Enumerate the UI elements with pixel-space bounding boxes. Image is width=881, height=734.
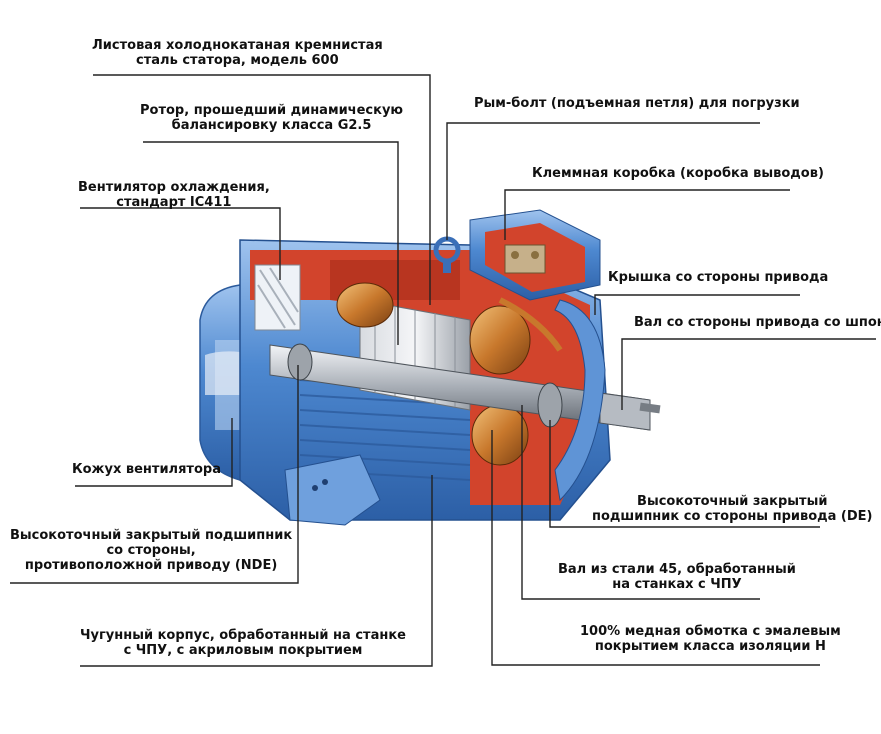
label-de-bearing: Высокоточный закрытый подшипник со сторо… (592, 494, 873, 524)
label-de-cover: Крышка со стороны привода (608, 270, 829, 285)
de-cover-shape (554, 299, 606, 502)
label-rotor: Ротор, прошедший динамическую балансиров… (140, 103, 404, 133)
label-nde-bearing: Высокоточный закрытый подшипник со сторо… (10, 528, 293, 573)
leader-de-bearing (549, 420, 820, 528)
label-housing: Чугунный корпус, обработанный на станке … (80, 628, 406, 658)
label-terminal-box: Клеммная коробка (коробка выводов) (532, 166, 824, 181)
terminal-box-shape (469, 209, 601, 301)
leader-shaft-steel (521, 405, 760, 600)
leader-de-cover (594, 294, 800, 315)
fan-shape (254, 264, 301, 331)
leader-fan-cover (75, 418, 233, 487)
label-de-shaft: Вал со стороны привода со шпонкой (634, 315, 881, 330)
leader-eyebolt (446, 122, 760, 240)
leader-de-shaft (621, 338, 876, 410)
label-stator-steel: Листовая холоднокатаная кремнистая сталь… (92, 38, 383, 68)
leader-stator-steel (93, 74, 431, 305)
leader-nde-bearing (10, 365, 299, 584)
label-fan-cover: Кожух вентилятора (72, 462, 221, 477)
label-fan: Вентилятор охлаждения, стандарт IC411 (78, 180, 270, 210)
winding-shape (336, 282, 563, 466)
label-shaft-steel: Вал из стали 45, обработанный на станках… (558, 562, 796, 592)
leader-rotor (143, 141, 399, 345)
bearings-shape (287, 343, 563, 428)
leader-winding (491, 430, 820, 666)
leader-fan (80, 207, 281, 280)
leader-lines (10, 74, 876, 667)
leader-housing (80, 475, 433, 667)
leader-terminal-box (504, 189, 790, 240)
label-eyebolt: Рым-болт (подъемная петля) для погрузки (474, 96, 800, 111)
label-winding: 100% медная обмотка с эмалевым покрытием… (580, 624, 841, 654)
